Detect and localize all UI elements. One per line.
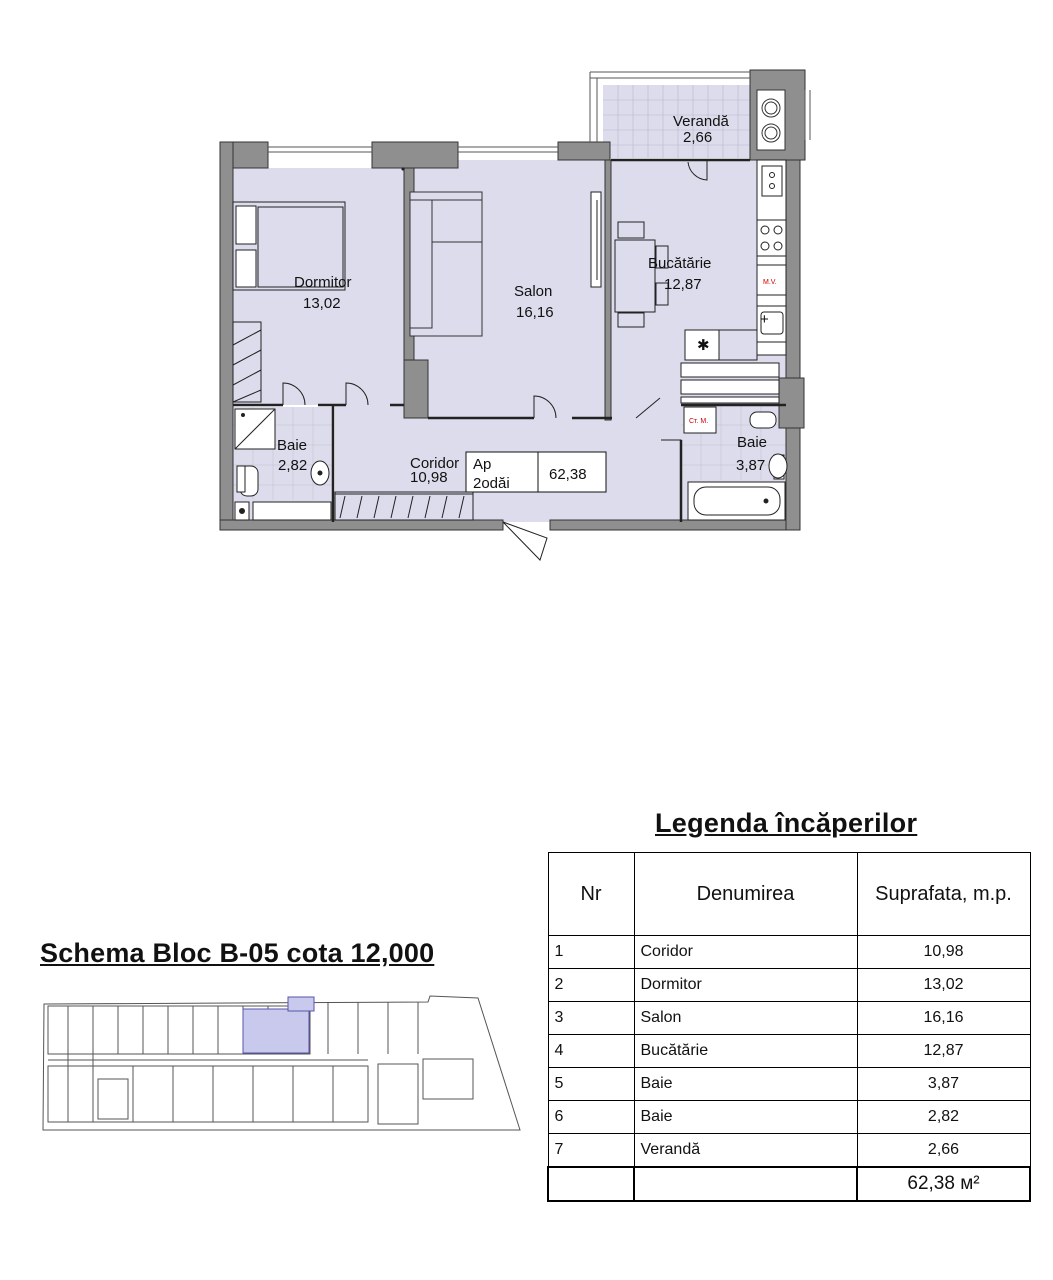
windows — [268, 71, 811, 153]
row-nr: 1 — [547, 935, 635, 969]
room-label-dormitor: Dormitor — [294, 274, 352, 291]
row-nr: 5 — [547, 1067, 635, 1101]
tv — [590, 191, 602, 288]
row-name: Baie — [633, 1067, 858, 1101]
row-area: 10,98 — [856, 935, 1031, 969]
sanitary — [234, 406, 788, 521]
sofa — [409, 191, 483, 337]
apartment-area: 62,38 — [549, 466, 587, 483]
wall-top-right — [557, 141, 611, 161]
wall-bottom-left — [219, 519, 504, 531]
room-label-coridor: Coridor — [410, 455, 459, 472]
room-label-baie-right: Baie — [737, 434, 767, 451]
room-label-bucatarie: Bucătărie — [648, 255, 711, 272]
room-area-dormitor: 13,02 — [303, 295, 341, 312]
mv-label: M.V. — [763, 279, 777, 286]
table-row: 1 Coridor 10,98 — [547, 935, 1031, 969]
row-name: Salon — [633, 1001, 858, 1035]
interior-walls — [233, 158, 786, 522]
row-nr: 3 — [547, 1001, 635, 1035]
wall-top-mid — [371, 141, 459, 169]
table-row: 5 Baie 3,87 — [547, 1067, 1031, 1101]
veranda-tiles — [603, 85, 750, 158]
wall-left — [219, 141, 234, 531]
room-area-veranda: 2,66 — [683, 129, 712, 146]
wall-salon-stub — [403, 359, 429, 419]
total-name-cell — [633, 1166, 858, 1202]
bathtub — [687, 481, 786, 521]
svg-text:+: + — [760, 311, 769, 328]
room-area-baie-left: 2,82 — [278, 457, 307, 474]
row-name: Coridor — [633, 935, 858, 969]
table-row: 3 Salon 16,16 — [547, 1001, 1031, 1035]
wardrobe-corridor — [334, 491, 474, 521]
kitchen-units — [680, 159, 787, 404]
row-name: Baie — [633, 1100, 858, 1134]
row-nr: 7 — [547, 1133, 635, 1168]
wall-right — [785, 159, 801, 531]
apartment-type-line2: 2odăi — [473, 475, 510, 492]
dining-table — [614, 221, 669, 328]
legend-header-row: Nr Denumirea Suprafata, m.p. — [547, 852, 1031, 936]
row-area: 3,87 — [856, 1067, 1031, 1101]
apartment-info-box — [465, 451, 607, 493]
table-row: 6 Baie 2,82 — [547, 1100, 1031, 1134]
row-nr: 6 — [547, 1100, 635, 1134]
wall-right-pillar — [778, 377, 805, 429]
wall-bottom-right — [549, 519, 801, 531]
row-area: 12,87 — [856, 1034, 1031, 1068]
table-row: 2 Dormitor 13,02 — [547, 968, 1031, 1002]
row-area: 2,82 — [856, 1100, 1031, 1134]
row-area: 2,66 — [856, 1133, 1031, 1168]
row-nr: 2 — [547, 968, 635, 1002]
stm-label: Ст. М. — [689, 418, 708, 425]
row-name: Dormitor — [633, 968, 858, 1002]
legend-title: Legenda încăperilor — [655, 808, 918, 838]
table-row: 7 Verandă 2,66 — [547, 1133, 1031, 1168]
bed — [232, 201, 346, 291]
legend-header-name: Denumirea — [633, 852, 858, 936]
wardrobe-left — [232, 321, 262, 403]
legend-table: Nr Denumirea Suprafata, m.p. 1 Coridor 1… — [547, 852, 1031, 1202]
apartment-type-line1: Ap — [473, 456, 491, 473]
table-row: 4 Bucătărie 12,87 — [547, 1034, 1031, 1068]
total-nr-cell — [547, 1166, 635, 1202]
room-area-salon: 16,16 — [516, 304, 554, 321]
schema-title: Schema Bloc B-05 cota 12,000 — [40, 938, 435, 968]
doors — [282, 160, 708, 561]
total-row: 62,38 м² — [547, 1166, 1031, 1202]
room-area-bucatarie: 12,87 — [664, 276, 702, 293]
room-label-veranda: Verandă — [673, 113, 730, 130]
key-plan — [42, 995, 521, 1131]
room-label-salon: Salon — [514, 283, 552, 300]
row-name: Bucătărie — [633, 1034, 858, 1068]
key-plan-highlight — [242, 996, 315, 1054]
walls — [219, 69, 806, 531]
row-name: Verandă — [633, 1133, 858, 1168]
svg-text:✱: ✱ — [697, 337, 710, 354]
floor-plan: + ✱ — [219, 69, 811, 561]
legend-header-area: Suprafata, m.p. — [856, 852, 1031, 936]
shaft-pipes — [756, 89, 786, 151]
room-veranda — [603, 85, 750, 158]
row-nr: 4 — [547, 1034, 635, 1068]
wall-salon-right — [604, 159, 612, 421]
row-area: 16,16 — [856, 1001, 1031, 1035]
room-area-coridor: 10,98 — [410, 469, 448, 486]
room-label-baie-left: Baie — [277, 437, 307, 454]
total-area: 62,38 м² — [856, 1166, 1031, 1202]
row-area: 13,02 — [856, 968, 1031, 1002]
room-area-baie-right: 3,87 — [736, 457, 765, 474]
legend-header-nr: Nr — [547, 852, 635, 936]
